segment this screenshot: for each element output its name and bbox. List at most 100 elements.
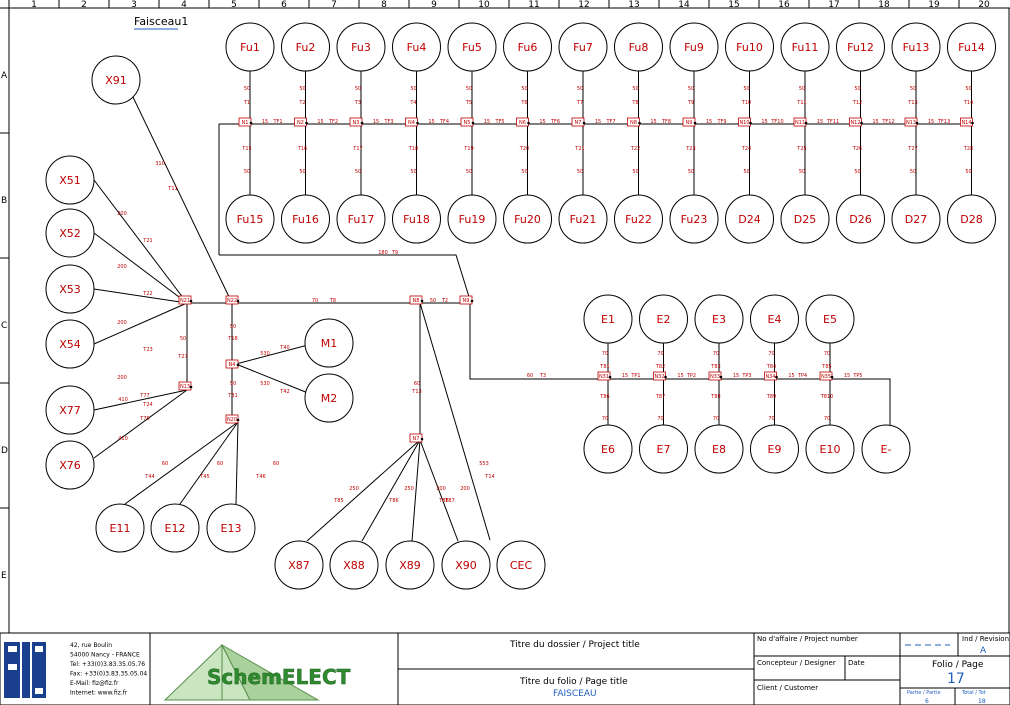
column-number: 5 bbox=[231, 0, 237, 10]
splice-node: N35 bbox=[819, 371, 834, 381]
wire-length: 15 bbox=[817, 119, 823, 125]
page-title-label: Titre du folio / Page title bbox=[519, 677, 628, 687]
connector[interactable]: Fu6 bbox=[503, 22, 552, 72]
column-number: 7 bbox=[331, 0, 337, 10]
connector[interactable]: Fu18 bbox=[392, 194, 441, 244]
wire-length: 180 bbox=[378, 250, 388, 256]
wire-length: 200 bbox=[117, 320, 127, 326]
connector[interactable]: E- bbox=[861, 424, 911, 474]
connector[interactable]: X54 bbox=[45, 319, 95, 369]
connector[interactable]: E5 bbox=[805, 294, 855, 344]
connector[interactable]: X87 bbox=[274, 540, 324, 590]
wire-length: 50 bbox=[577, 86, 583, 92]
svg-text:N3: N3 bbox=[353, 120, 360, 126]
splice-node: N8 bbox=[627, 117, 641, 127]
svg-text:N7: N7 bbox=[413, 436, 420, 442]
wire-label: T89 bbox=[766, 394, 776, 400]
wire-label: T8 bbox=[329, 298, 336, 304]
connector[interactable]: Fu12 bbox=[836, 22, 885, 72]
wire-length: 50 bbox=[965, 169, 971, 175]
connector[interactable]: M1 bbox=[304, 318, 354, 368]
svg-text:Fu13: Fu13 bbox=[903, 41, 930, 54]
svg-text:E1: E1 bbox=[601, 313, 615, 326]
connector[interactable]: Fu15 bbox=[225, 194, 275, 244]
splice-node: N6 bbox=[516, 117, 530, 127]
connector[interactable]: Fu22 bbox=[614, 194, 663, 244]
wire-length: 200 bbox=[117, 264, 127, 270]
wire-label: TF6 bbox=[550, 119, 560, 125]
wire-label: T84 bbox=[766, 364, 776, 370]
connector[interactable]: Fu7 bbox=[558, 22, 608, 72]
connector[interactable]: X89 bbox=[385, 540, 435, 590]
wire-label: T28 bbox=[963, 146, 973, 152]
connector[interactable]: E3 bbox=[694, 294, 744, 344]
connector[interactable]: E12 bbox=[150, 503, 200, 553]
connector[interactable]: Fu21 bbox=[558, 194, 608, 244]
connector[interactable]: Fu13 bbox=[891, 22, 941, 72]
connector[interactable]: Fu16 bbox=[281, 194, 330, 244]
connector[interactable]: X51 bbox=[45, 155, 95, 205]
connector[interactable]: D28 bbox=[947, 194, 996, 244]
connector[interactable]: E4 bbox=[750, 294, 799, 344]
wire-length: 50 bbox=[910, 86, 916, 92]
connector[interactable]: Fu5 bbox=[447, 22, 497, 72]
connector[interactable]: Fu23 bbox=[669, 194, 719, 244]
splice-node: N7 bbox=[571, 117, 586, 127]
connector[interactable]: CEC bbox=[496, 540, 546, 590]
svg-text:E11: E11 bbox=[110, 522, 131, 535]
connector[interactable]: Fu1 bbox=[225, 22, 275, 72]
connector[interactable]: Fu3 bbox=[336, 22, 386, 72]
connector[interactable]: X76 bbox=[45, 440, 95, 490]
connector[interactable]: Fu10 bbox=[725, 22, 774, 72]
connector[interactable]: E2 bbox=[639, 294, 688, 344]
connector[interactable]: E1 bbox=[583, 294, 633, 344]
svg-text:Fu5: Fu5 bbox=[462, 41, 482, 54]
column-number: 1 bbox=[31, 0, 37, 10]
connector[interactable]: X88 bbox=[329, 540, 379, 590]
connector[interactable]: E7 bbox=[639, 424, 688, 474]
connector[interactable]: E6 bbox=[583, 424, 633, 474]
splice-node: N4 bbox=[405, 117, 419, 127]
connector[interactable]: Fu17 bbox=[336, 194, 386, 244]
wire-length: 15 bbox=[484, 119, 490, 125]
svg-text:E3: E3 bbox=[712, 313, 726, 326]
connector[interactable]: D25 bbox=[780, 194, 830, 244]
connector[interactable]: Fu19 bbox=[447, 194, 497, 244]
connector[interactable]: D24 bbox=[725, 194, 774, 244]
svg-text:D24: D24 bbox=[738, 213, 760, 226]
connector[interactable]: E13 bbox=[206, 503, 256, 553]
connector[interactable]: E11 bbox=[95, 503, 145, 553]
connector[interactable]: Fu2 bbox=[281, 22, 330, 72]
svg-text:N13: N13 bbox=[906, 120, 916, 126]
connector[interactable]: E9 bbox=[750, 424, 799, 474]
connector[interactable]: Fu4 bbox=[392, 22, 441, 72]
wire-label: T17 bbox=[352, 146, 362, 152]
connector[interactable]: E10 bbox=[805, 424, 855, 474]
connector[interactable]: X91 bbox=[91, 55, 141, 105]
connector[interactable]: X53 bbox=[45, 264, 95, 314]
wire-label: T23 bbox=[142, 347, 152, 353]
splice-node: N13 bbox=[178, 381, 193, 391]
wire-label: T18 bbox=[227, 336, 237, 342]
connector[interactable]: Fu11 bbox=[780, 22, 830, 72]
connector[interactable]: M2 bbox=[304, 373, 354, 423]
column-number: 2 bbox=[81, 0, 87, 10]
wire-length: 15 bbox=[595, 119, 601, 125]
connector[interactable]: Fu14 bbox=[947, 22, 996, 72]
connector[interactable]: Fu20 bbox=[503, 194, 552, 244]
connector[interactable]: Fu9 bbox=[669, 22, 719, 72]
splice-node: N7 bbox=[409, 433, 424, 443]
connector[interactable]: X52 bbox=[45, 208, 95, 258]
connector[interactable]: X90 bbox=[441, 540, 491, 590]
connector[interactable]: D26 bbox=[836, 194, 885, 244]
connector[interactable]: E8 bbox=[694, 424, 744, 474]
connector[interactable]: Fu8 bbox=[614, 22, 663, 72]
connector[interactable]: D27 bbox=[891, 194, 941, 244]
wire-length: 70 bbox=[713, 351, 719, 357]
splice-node: N33 bbox=[708, 371, 723, 381]
wire-label: T22 bbox=[630, 146, 640, 152]
connector[interactable]: X77 bbox=[45, 385, 95, 435]
wire-label: T42 bbox=[279, 389, 289, 395]
